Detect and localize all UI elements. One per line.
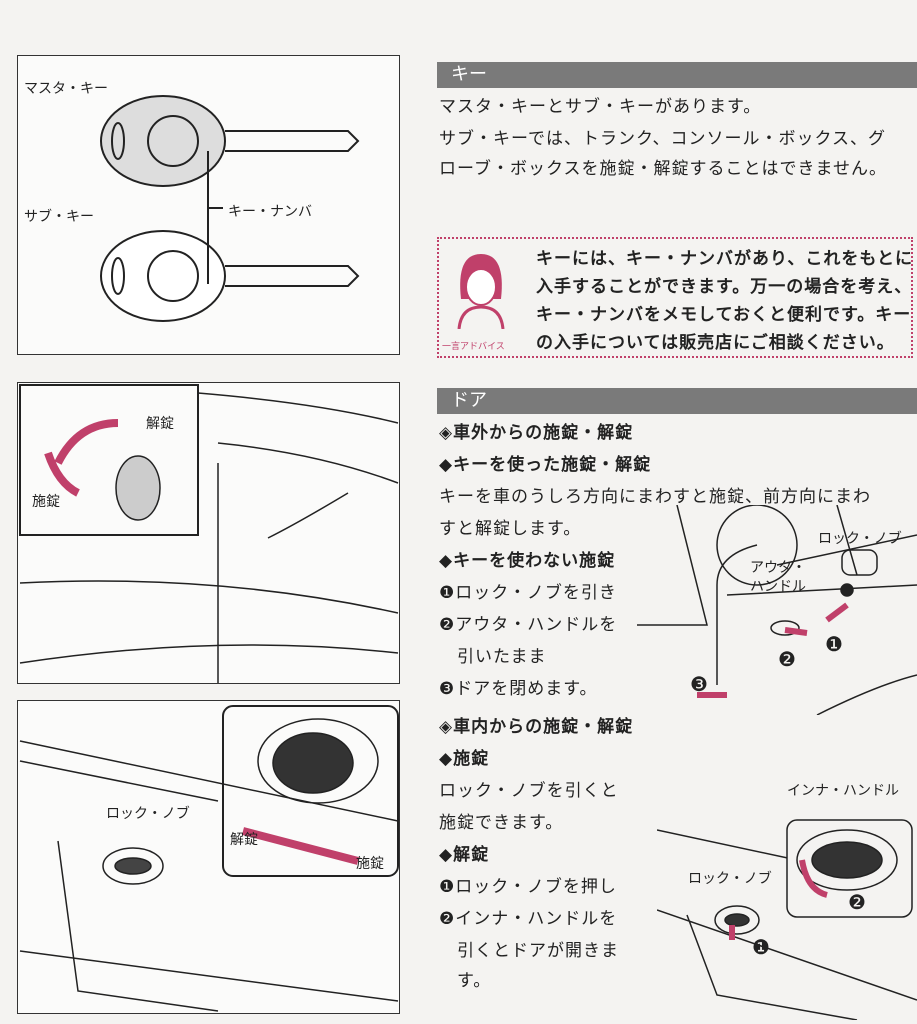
outer-door-illustration [637, 505, 917, 715]
subheading: ◆施錠 [439, 749, 490, 769]
body-text: ロック・ノブを引くと [439, 781, 619, 801]
advice-line: キー・ナンバをメモしておくと便利です。キー [536, 305, 912, 325]
step: す。 [439, 971, 492, 991]
lock-knob-label: ロック・ノブ [818, 531, 902, 547]
inner-door-illustration [657, 819, 917, 1020]
callout-number: ❸ [690, 672, 708, 696]
callout-number: ❶ [825, 632, 843, 656]
advisor-girl-icon [457, 254, 505, 329]
advice-line: 入手することができます。万一の場合を考え、 [536, 277, 913, 297]
advice-box: 一言アドバイス キーには、キー・ナンバがあり、これをもとに 入手することができま… [437, 237, 913, 358]
outer-handle-label: アウタ・ [750, 560, 806, 576]
advice-caption: 一言アドバイス [442, 342, 505, 352]
body-text: すと解錠します。 [439, 519, 582, 539]
step: ❸ドアを閉めます。 [439, 679, 598, 699]
advice-line: の入手については販売店にご相談ください。 [536, 333, 895, 353]
subheading: ◆解錠 [439, 845, 490, 865]
body-text: マスタ・キーとサブ・キーがあります。 [439, 97, 762, 117]
step: ❶ロック・ノブを引き [439, 583, 617, 603]
door-key-figure: 解錠 施錠 [17, 382, 400, 684]
step: ❶ロック・ノブを押し [439, 877, 617, 897]
unlock-label: 解錠 [230, 832, 258, 848]
step: 引いたまま [439, 647, 547, 667]
lock-knob-label: ロック・ノブ [688, 871, 772, 887]
body-text: 施錠できます。 [439, 813, 564, 833]
lock-label: 施錠 [356, 856, 384, 872]
lock-knob-figure: ロック・ノブ 解錠 施錠 [17, 700, 400, 1014]
sub-key-label: サブ・キー [24, 209, 94, 225]
subheading: ◆キーを使った施錠・解錠 [439, 455, 652, 475]
callout-number: ❷ [848, 890, 866, 914]
body-text: ローブ・ボックスを施錠・解錠することはできません。 [439, 159, 887, 179]
key-illustrations [100, 95, 360, 322]
lock-label: 施錠 [32, 494, 60, 510]
advice-line: キーには、キー・ナンバがあり、これをもとに [536, 249, 913, 269]
step: ❷アウタ・ハンドルを [439, 615, 618, 635]
inner-handle-label: インナ・ハンドル [787, 783, 899, 799]
subheading: ◈車外からの施錠・解錠 [439, 423, 634, 443]
body-text: キーを車のうしろ方向にまわすと施錠、前方向にまわ [439, 487, 871, 507]
callout-number: ❷ [778, 647, 796, 671]
door-key-illustration [19, 384, 399, 683]
step: ❷インナ・ハンドルを [439, 909, 618, 929]
unlock-label: 解錠 [146, 416, 174, 432]
subheading: ◈車内からの施錠・解錠 [439, 717, 634, 737]
step: 引くとドアが開きま [439, 941, 619, 961]
body-text: サブ・キーでは、トランク、コンソール・ボックス、グ [439, 129, 886, 149]
callout-number: ❶ [752, 935, 770, 959]
lock-knob-illustration [19, 705, 399, 1012]
subheading: ◆キーを使わない施錠 [439, 551, 616, 571]
section-header-door: ドア [437, 388, 917, 414]
master-key-label: マスタ・キー [24, 81, 108, 97]
outer-handle-label: ハンドル [750, 579, 806, 595]
keys-figure: マスタ・キー サブ・キー キー・ナンバ [17, 55, 400, 355]
section-header-key: キー [437, 62, 917, 88]
lock-knob-label: ロック・ノブ [106, 806, 190, 822]
key-number-label: キー・ナンバ [228, 204, 312, 220]
